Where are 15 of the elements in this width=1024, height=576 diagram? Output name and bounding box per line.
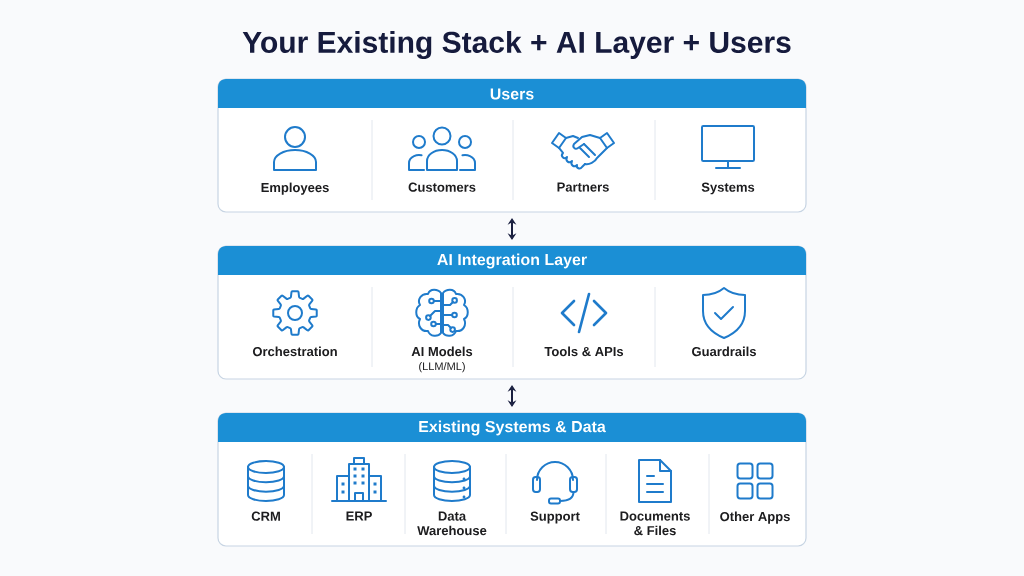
item-label: ERP	[346, 511, 372, 521]
item-label: Guardrails	[692, 346, 756, 357]
item-label: Customers	[408, 182, 476, 192]
item-label: Partners	[557, 182, 609, 192]
item-label: Tools & APIs	[544, 346, 624, 357]
item-label: Support	[530, 511, 580, 524]
item-label: CRM	[251, 511, 280, 521]
item-label: Orchestration	[252, 346, 337, 357]
item-label: Other Apps	[720, 511, 790, 524]
item-label: Systems	[701, 182, 755, 195]
item-label: Data Warehouse	[417, 511, 487, 536]
title: Your Existing Stack + AI Layer + Users	[242, 30, 791, 60]
item-label: AI Models (LLM/ML)	[411, 346, 473, 373]
item-label: Employees	[261, 182, 329, 195]
item-label: Documents & Files	[620, 511, 690, 536]
